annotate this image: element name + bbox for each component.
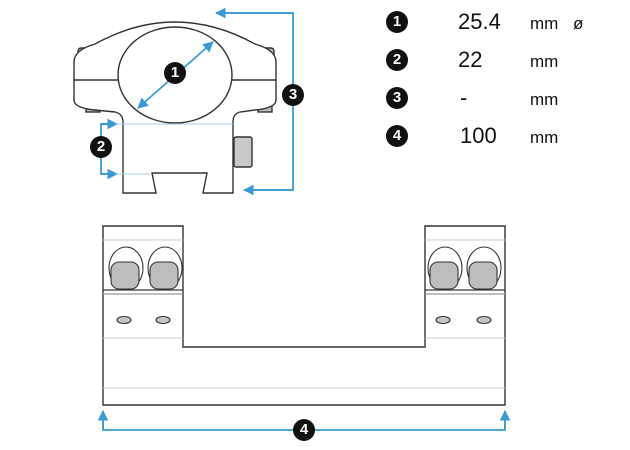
spec-1-badge: 1 xyxy=(386,11,408,33)
spec-2-value: 22 xyxy=(458,47,483,72)
spec-4-value: 100 xyxy=(460,123,497,148)
dim-3-badge: 3 xyxy=(282,84,304,106)
spec-1-value: 25.4 xyxy=(458,9,501,34)
clamp-knob xyxy=(233,136,253,168)
spec-4-unit: mm xyxy=(530,128,559,147)
spec-2-unit: mm xyxy=(530,52,559,71)
dim-2-badge: 2 xyxy=(90,136,112,158)
spec-3-badge: 3 xyxy=(386,87,408,109)
spec-1-symbol: ø xyxy=(573,14,584,33)
spec-3-unit: mm xyxy=(530,90,559,109)
dim-1-badge: 1 xyxy=(164,62,186,84)
spec-1-unit: mm xyxy=(530,14,559,33)
screw-knobs xyxy=(108,246,502,325)
spec-2-badge: 2 xyxy=(386,49,408,71)
ring-front-view xyxy=(73,21,277,194)
spec-3-value: - xyxy=(460,85,468,110)
mount-side-view xyxy=(102,225,506,406)
spec-4-badge: 4 xyxy=(386,125,408,147)
dim-4-badge: 4 xyxy=(293,419,315,441)
